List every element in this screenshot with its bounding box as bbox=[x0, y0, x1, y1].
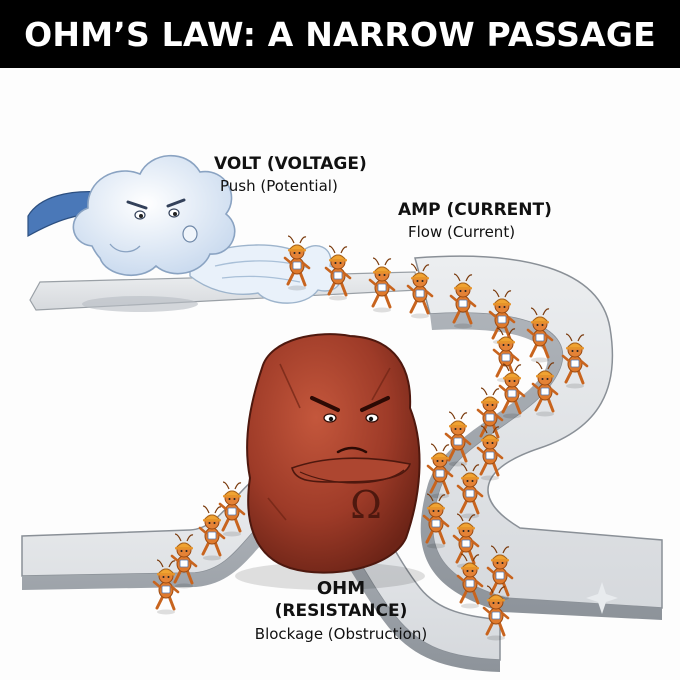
diagram-illustration: Ω bbox=[21, 154, 663, 672]
ohm-label: OHM (RESISTANCE) Blockage (Obstruction) bbox=[236, 578, 446, 643]
title-bar: OHM’S LAW: A NARROW PASSAGE bbox=[0, 0, 680, 68]
amp-heading: AMP (CURRENT) bbox=[398, 200, 552, 220]
volt-label: VOLT (VOLTAGE) Push (Potential) bbox=[214, 154, 367, 195]
cloud-shadow bbox=[82, 296, 198, 312]
ohm-heading-resistance: (RESISTANCE) bbox=[274, 601, 408, 621]
diagram-scene: Ω bbox=[0, 68, 680, 680]
sparkle-icon bbox=[586, 582, 618, 614]
volt-heading: VOLT (VOLTAGE) bbox=[214, 154, 367, 174]
amp-subtitle: Flow (Current) bbox=[408, 223, 516, 241]
volt-subtitle: Push (Potential) bbox=[220, 177, 338, 195]
cloud-character-icon bbox=[27, 154, 236, 276]
rock-character-icon bbox=[235, 333, 425, 590]
ohm-heading: OHM bbox=[316, 578, 366, 599]
omega-symbol: Ω bbox=[350, 483, 382, 527]
amp-label: AMP (CURRENT) Flow (Current) bbox=[398, 200, 552, 241]
page-title: OHM’S LAW: A NARROW PASSAGE bbox=[24, 14, 656, 54]
ohm-subtitle: Blockage (Obstruction) bbox=[254, 625, 428, 643]
